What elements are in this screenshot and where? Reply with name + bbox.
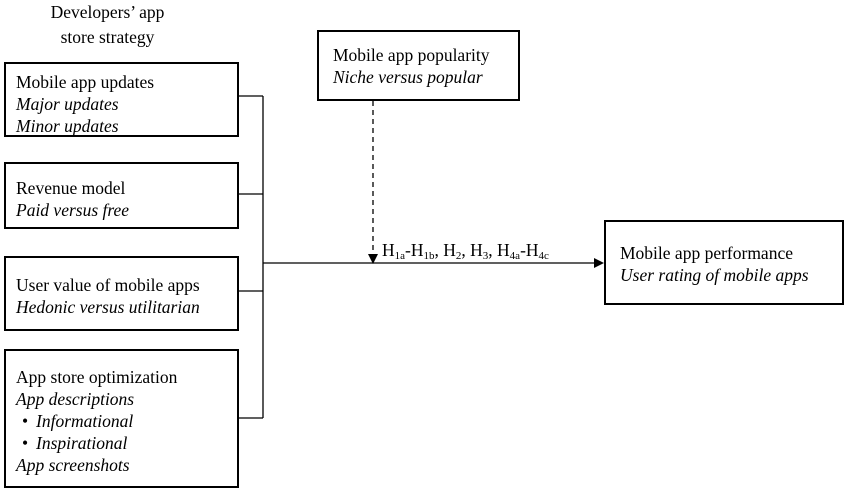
box-revenue-model: Revenue model Paid versus free xyxy=(4,162,239,229)
box-title: Mobile app performance xyxy=(620,243,793,263)
box-title: User value of mobile apps xyxy=(16,275,200,295)
box-title: Revenue model xyxy=(16,178,126,198)
bullet-item: Inspirational xyxy=(16,432,237,454)
box-item: App screenshots xyxy=(16,455,130,475)
box-title: Mobile app popularity xyxy=(333,45,490,65)
box-user-value: User value of mobile apps Hedonic versus… xyxy=(4,256,239,331)
box-outcome: Mobile app performance User rating of mo… xyxy=(604,220,844,305)
box-item: Major updates xyxy=(16,94,119,114)
box-title: App store optimization xyxy=(16,367,178,387)
box-item: Paid versus free xyxy=(16,200,130,220)
box-title: Mobile app updates xyxy=(16,72,155,92)
box-item: Minor updates xyxy=(16,116,119,136)
box-item: Hedonic versus utilitarian xyxy=(16,297,200,317)
box-item: App descriptions xyxy=(16,389,135,409)
heading-line-1: Developers’ app xyxy=(50,2,165,22)
diagram-heading: Developers’ app store strategy xyxy=(0,0,215,50)
box-item: Niche versus popular xyxy=(333,67,483,87)
box-moderator: Mobile app popularity Niche versus popul… xyxy=(317,30,520,101)
bullet-item: Informational xyxy=(16,410,237,432)
box-item: User rating of mobile apps xyxy=(620,265,809,285)
heading-line-2: store strategy xyxy=(60,27,155,47)
hypotheses-label: H1a-H1b, H2, H3, H4a-H4c xyxy=(382,240,549,262)
box-app-store-optimization: App store optimization App descriptions … xyxy=(4,349,239,488)
main-arrow-head xyxy=(594,258,604,268)
moderator-arrow-head xyxy=(368,254,378,264)
box-mobile-app-updates: Mobile app updates Major updates Minor u… xyxy=(4,62,239,137)
